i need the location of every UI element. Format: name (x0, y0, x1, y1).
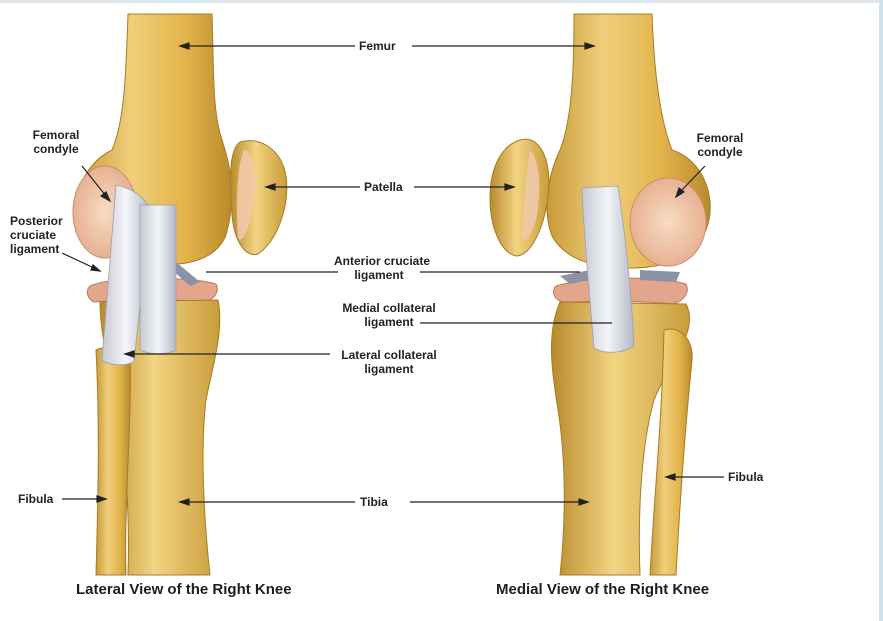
medial-view-caption: Medial View of the Right Knee (496, 581, 710, 598)
medial-collateral-label: Medial collateral ligament (342, 301, 436, 329)
leader-lines (61, 42, 724, 506)
femur-label: Femur (359, 39, 396, 53)
top-border (0, 0, 883, 3)
right-border (879, 0, 883, 621)
fibula-label-left: Fibula (18, 492, 54, 506)
medial-patella (489, 138, 550, 257)
posterior-cruciate-label: Posterior cruciate ligament (10, 214, 63, 256)
medial-knee (546, 13, 711, 576)
fibula-label-right: Fibula (728, 470, 764, 484)
lateral-knee (72, 13, 233, 576)
lateral-collateral-label: Lateral collateral ligament (341, 348, 437, 376)
medial-fibula (649, 328, 693, 576)
patella-label: Patella (364, 180, 403, 194)
femoral-condyle-label-left: Femoral condyle (32, 128, 80, 156)
femoral-condyle-label-right: Femoral condyle (696, 131, 744, 159)
medial-femoral-condyle (629, 177, 707, 267)
medial-collateral-ligament (581, 185, 635, 353)
lateral-collateral-ligament (101, 184, 151, 366)
lateral-fibula (95, 347, 131, 576)
anterior-cruciate-label: Anterior cruciate ligament (334, 254, 431, 282)
lateral-view-caption: Lateral View of the Right Knee (76, 581, 292, 598)
tibia-label: Tibia (360, 495, 388, 509)
